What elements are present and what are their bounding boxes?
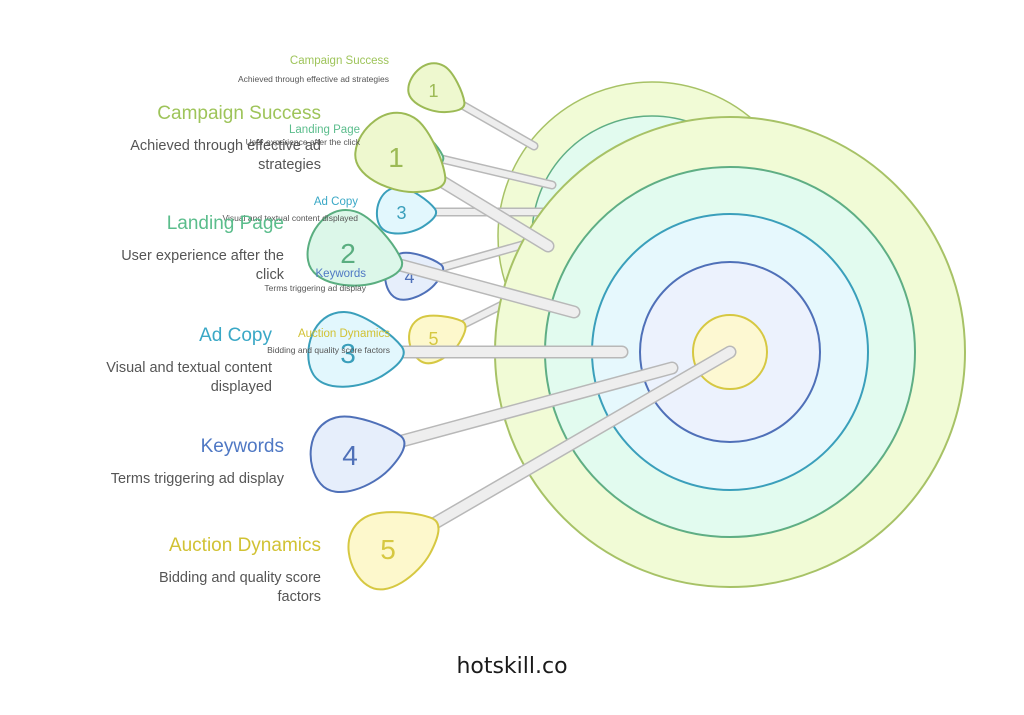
label-4: Keywords Terms triggering ad display	[74, 436, 284, 489]
pin-number: 5	[380, 534, 396, 565]
pin-number: 5	[429, 329, 439, 349]
pin-5: 5	[347, 511, 440, 591]
label-title: Ad Copy	[199, 325, 272, 346]
label-desc: Visual and textual content displayed	[106, 360, 272, 395]
ghost-label-5: Auction Dynamics Bidding and quality sco…	[230, 328, 390, 356]
label-5: Auction Dynamics Bidding and quality sco…	[121, 535, 321, 607]
pin-head	[307, 310, 405, 388]
ghost-label-title: Campaign Success	[289, 55, 389, 67]
pin-number: 4	[342, 440, 358, 471]
pin-3: 3	[375, 186, 438, 235]
label-desc: Achieved through effective ad strategies	[130, 138, 321, 173]
ghost-label-1: Campaign Success Achieved through effect…	[229, 55, 389, 85]
pin-head	[407, 62, 466, 114]
ghost-label-4: Keywords Terms triggering ad display	[216, 268, 366, 294]
label-desc: User experience after the click	[121, 248, 284, 283]
pin-head	[375, 186, 438, 235]
pin-head	[354, 111, 447, 194]
ghost-label-desc: Terms triggering ad display	[264, 283, 366, 293]
pin-number: 3	[340, 338, 356, 369]
pin-number: 1	[429, 81, 439, 101]
brand-footer: hotskill.co	[456, 654, 568, 679]
label-2: Landing Page User experience after the c…	[94, 213, 284, 285]
label-title: Campaign Success	[157, 103, 321, 124]
ghost-label-3: Ad Copy Visual and textual content displ…	[218, 196, 358, 224]
pin-1: 1	[407, 62, 466, 114]
ghost-label-desc: User experience after the click	[245, 137, 360, 147]
pin-number: 1	[388, 142, 404, 173]
pin-2: 2	[306, 209, 404, 287]
label-title: Auction Dynamics	[168, 535, 321, 556]
ghost-label-desc: Bidding and quality score factors	[267, 345, 390, 355]
pin-head	[309, 415, 406, 494]
arrow-shaft	[387, 347, 735, 553]
label-3: Ad Copy Visual and textual content displ…	[72, 325, 272, 397]
ghost-label-title: Landing Page	[289, 124, 360, 136]
ghost-label-2: Landing Page User experience after the c…	[230, 124, 360, 148]
main-target: 1 2 3 4 5	[306, 111, 966, 591]
label-title: Keywords	[200, 436, 284, 457]
pin-3: 3	[307, 310, 405, 388]
pin-head	[347, 511, 440, 591]
pin-head	[306, 209, 404, 287]
label-1: Campaign Success Achieved through effect…	[91, 103, 321, 175]
label-desc: Terms triggering ad display	[110, 471, 284, 487]
pin-number: 2	[340, 238, 356, 269]
pin-number: 3	[397, 203, 407, 223]
ghost-label-title: Ad Copy	[313, 196, 358, 208]
ghost-label-desc: Visual and textual content displayed	[222, 213, 358, 223]
ghost-label-title: Keywords	[315, 268, 367, 280]
pin-1: 1	[354, 111, 447, 194]
pin-4: 4	[309, 415, 406, 494]
pin-number: 4	[405, 267, 415, 287]
ghost-label-desc: Achieved through effective ad strategies	[237, 74, 389, 84]
arrow-shaft	[349, 363, 677, 459]
pin-5: 5	[408, 314, 467, 365]
ghost-label-title: Auction Dynamics	[297, 328, 390, 340]
label-title: Landing Page	[166, 213, 284, 234]
label-desc: Bidding and quality score factors	[158, 570, 321, 605]
